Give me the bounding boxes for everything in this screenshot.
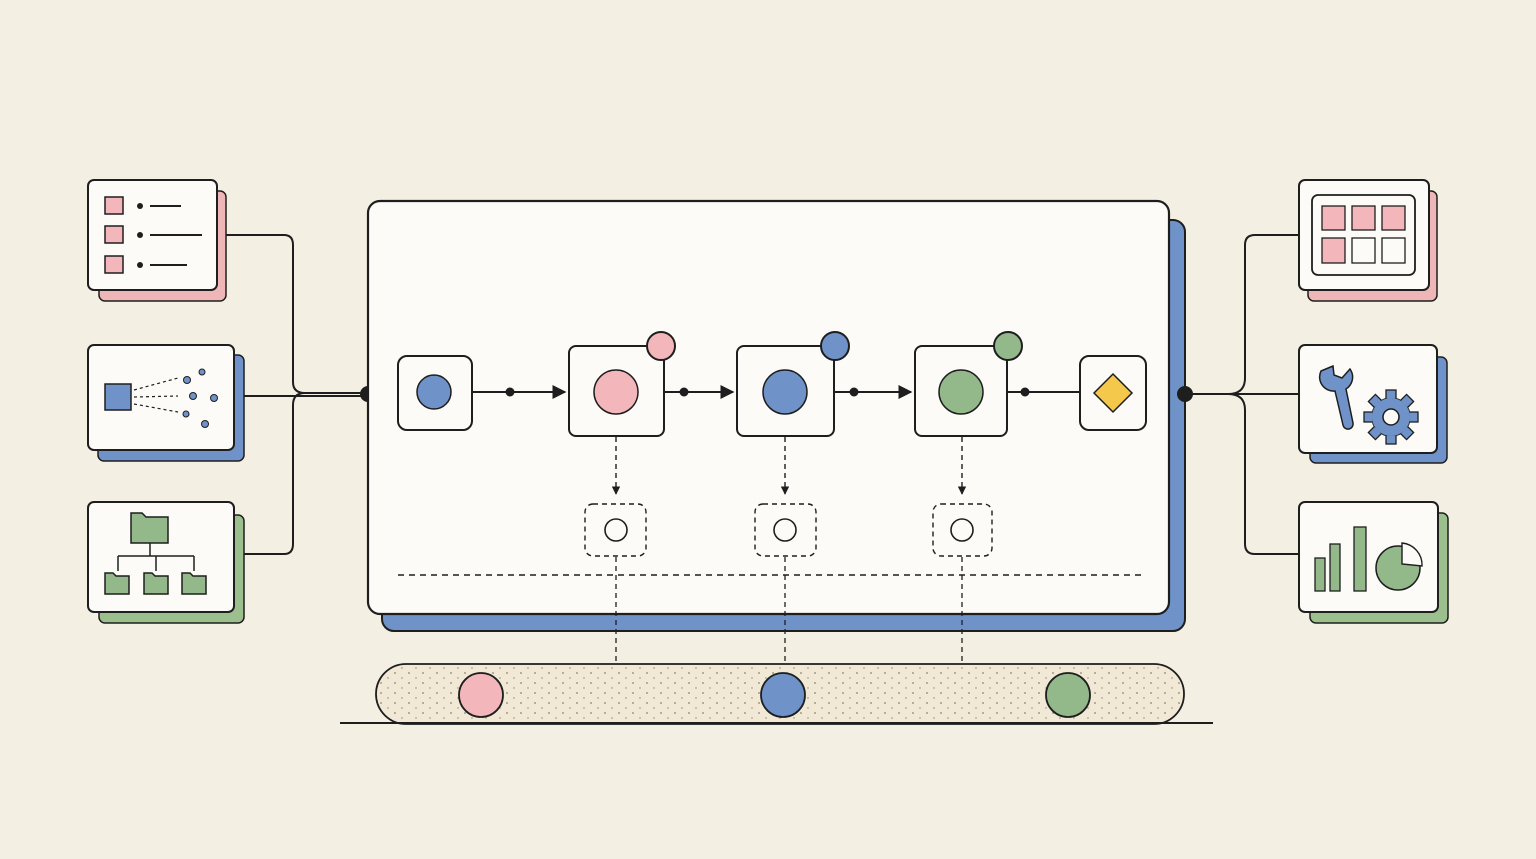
grid-table-icon xyxy=(1311,194,1416,276)
data-scatter-icon xyxy=(104,368,218,428)
conveyor-token-blue xyxy=(760,672,806,718)
output-connectors xyxy=(1185,234,1300,555)
input-folder-card xyxy=(87,501,245,624)
folder-tree-icon xyxy=(104,512,207,595)
input-connectors xyxy=(226,234,367,555)
sub-node-green xyxy=(932,503,993,557)
input-data-card xyxy=(87,344,245,462)
start-node xyxy=(397,355,473,431)
checklist-icon xyxy=(104,196,202,274)
stage-pink xyxy=(568,331,676,437)
output-chart-card xyxy=(1298,501,1449,624)
conveyor-token-green xyxy=(1045,672,1091,718)
sub-node-pink xyxy=(584,503,647,557)
output-table-card xyxy=(1298,179,1438,302)
output-tools-card xyxy=(1298,344,1448,464)
stage-green-badge xyxy=(993,331,1023,361)
diamond-icon xyxy=(1092,372,1134,414)
wrench-gear-icon xyxy=(1318,364,1419,445)
stage-dashed-links xyxy=(611,437,967,495)
input-checklist-card xyxy=(87,179,227,302)
conveyor-belt xyxy=(340,663,1213,725)
stage-pink-badge xyxy=(646,331,676,361)
stage-blue-badge xyxy=(820,331,850,361)
stage-green xyxy=(914,331,1023,437)
bar-pie-chart-icon xyxy=(1314,526,1423,592)
conveyor-token-pink xyxy=(458,672,504,718)
end-node xyxy=(1079,355,1147,431)
sub-node-blue xyxy=(754,503,817,557)
pipeline-arrow-dots xyxy=(505,387,1030,397)
stage-blue xyxy=(736,331,850,437)
